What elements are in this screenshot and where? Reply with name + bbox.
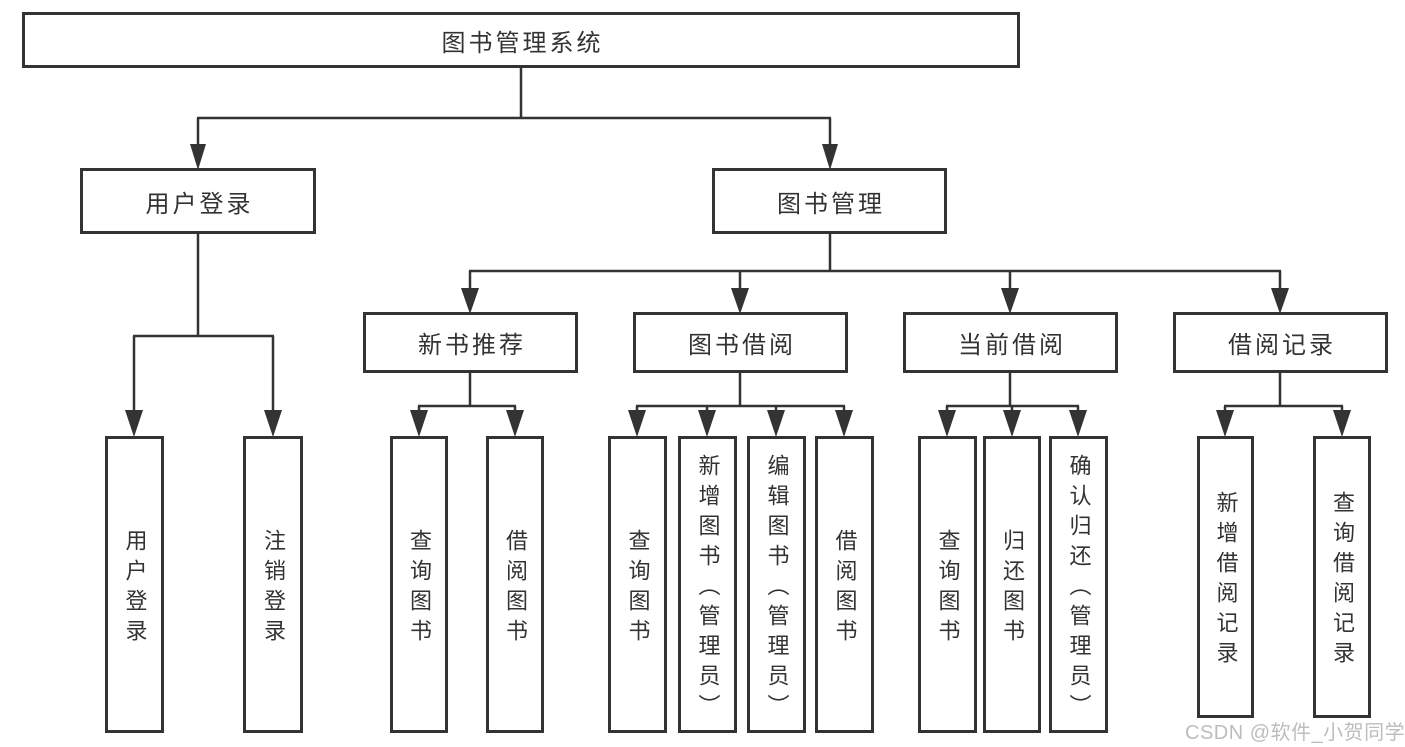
node-label: 新书推荐 bbox=[418, 332, 526, 359]
leaf-current-confirm-return-admin: 确认归还（管理员） bbox=[1049, 436, 1108, 733]
node-book-management: 图书管理 bbox=[712, 168, 947, 234]
leaf-label: 查询借阅记录 bbox=[1330, 491, 1355, 671]
watermark: CSDN @软件_小贺同学 bbox=[1185, 722, 1405, 744]
leaf-recommend-borrow-books: 借阅图书 bbox=[486, 436, 544, 733]
leaf-current-return-books: 归还图书 bbox=[983, 436, 1041, 733]
node-new-book-recommendation: 新书推荐 bbox=[363, 312, 578, 373]
leaf-label: 借阅图书 bbox=[832, 528, 858, 649]
leaf-label: 查询图书 bbox=[625, 528, 651, 649]
leaf-borrow-query-books: 查询图书 bbox=[608, 436, 667, 733]
leaf-borrow-borrow-books: 借阅图书 bbox=[815, 436, 874, 733]
leaf-logout: 注销登录 bbox=[243, 436, 303, 733]
leaf-records-query-borrow-record: 查询借阅记录 bbox=[1313, 436, 1371, 718]
leaf-label: 注销登录 bbox=[261, 528, 286, 649]
node-current-borrowing: 当前借阅 bbox=[903, 312, 1118, 373]
leaf-records-add-borrow-record: 新增借阅记录 bbox=[1197, 436, 1254, 718]
leaf-borrow-edit-books-admin: 编辑图书（管理员） bbox=[747, 436, 806, 733]
leaf-label: 归还图书 bbox=[1000, 528, 1025, 649]
leaf-label: 新增图书（管理员） bbox=[695, 453, 721, 724]
leaf-current-query-books: 查询图书 bbox=[918, 436, 977, 733]
node-label: 借阅记录 bbox=[1228, 332, 1336, 359]
leaf-label: 查询图书 bbox=[935, 528, 961, 649]
leaf-label: 查询图书 bbox=[407, 528, 432, 649]
node-label: 图书借阅 bbox=[688, 332, 796, 359]
leaf-label: 借阅图书 bbox=[503, 528, 528, 649]
leaf-label: 编辑图书（管理员） bbox=[764, 453, 790, 724]
leaf-label: 用户登录 bbox=[122, 528, 148, 649]
leaf-label: 确认归还（管理员） bbox=[1066, 453, 1092, 724]
node-label: 用户登录 bbox=[145, 190, 254, 218]
node-book-borrowing: 图书借阅 bbox=[633, 312, 848, 373]
node-label: 图书管理系统 bbox=[441, 29, 604, 57]
node-user-login: 用户登录 bbox=[80, 168, 316, 234]
node-borrowing-records: 借阅记录 bbox=[1173, 312, 1388, 373]
leaf-label: 新增借阅记录 bbox=[1213, 491, 1239, 671]
leaf-borrow-add-books-admin: 新增图书（管理员） bbox=[678, 436, 737, 733]
leaf-user-login: 用户登录 bbox=[105, 436, 164, 733]
node-label: 图书管理 bbox=[777, 190, 885, 218]
leaf-recommend-query-books: 查询图书 bbox=[390, 436, 448, 733]
node-label: 当前借阅 bbox=[958, 332, 1066, 359]
node-library-management-system: 图书管理系统 bbox=[22, 12, 1020, 68]
